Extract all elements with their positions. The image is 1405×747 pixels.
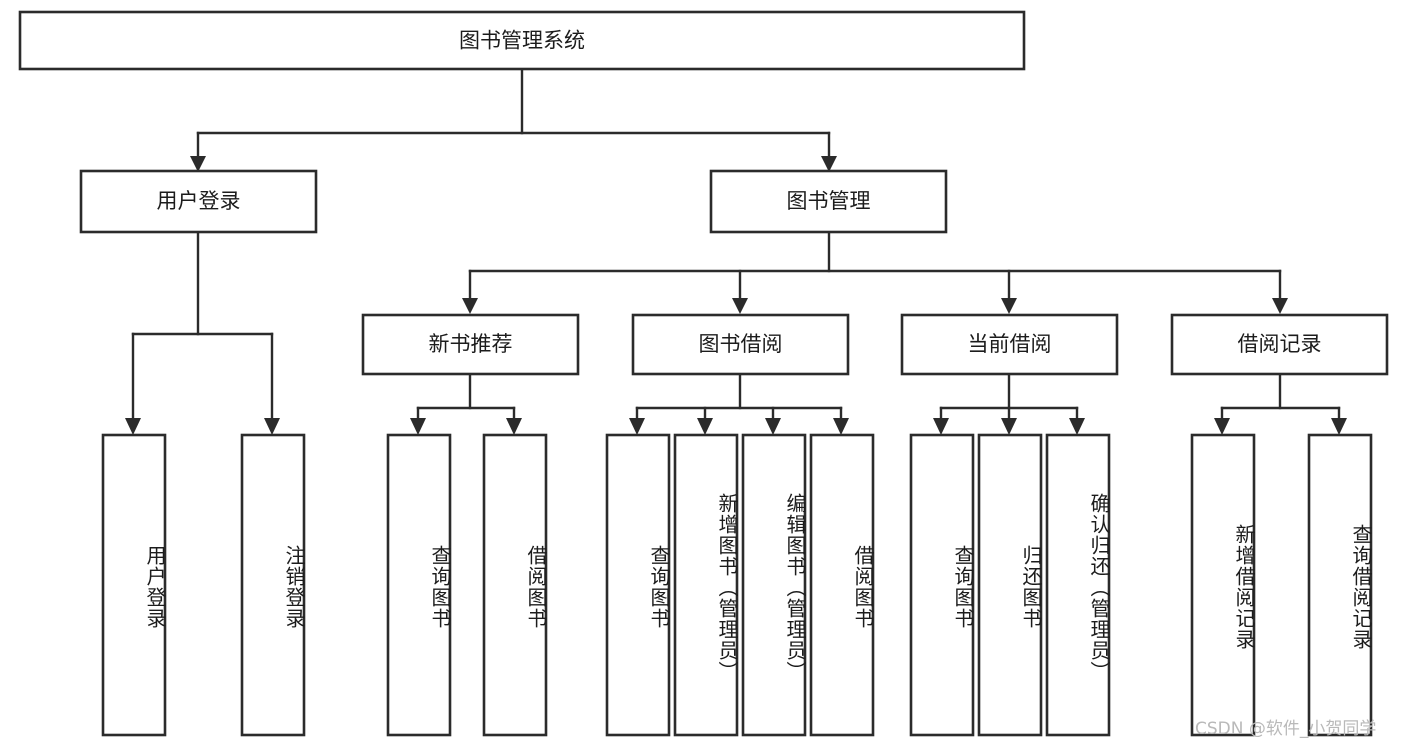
arrowhead-leaf-currentborrow-1 — [933, 418, 949, 435]
node-new-book-recommend[interactable] — [361, 313, 580, 376]
node-leaf-currentborrow-return[interactable] — [977, 433, 1043, 737]
node-current-borrow-label: 当前借阅 — [968, 332, 1052, 356]
arrowhead-leaf-bookborrow-3 — [765, 418, 781, 435]
node-user-login-label: 用户登录 — [157, 189, 241, 213]
node-leaf-bookborrow-edit[interactable] — [741, 433, 807, 737]
node-book-management[interactable] — [709, 169, 948, 234]
node-leaf-borrowrecord-add[interactable] — [1190, 433, 1256, 737]
node-leaf-currentborrow-confirm[interactable] — [1045, 433, 1111, 737]
node-book-borrow-label: 图书借阅 — [699, 332, 783, 356]
arrowhead-new-book — [462, 298, 478, 314]
arrowhead-leaf-bookborrow-2 — [697, 418, 713, 435]
node-user-login[interactable] — [79, 169, 318, 234]
node-leaf-bookborrow-query[interactable] — [605, 433, 671, 737]
node-leaf-bookborrow-add[interactable] — [673, 433, 739, 737]
node-leaf-borrowrecord-query[interactable] — [1307, 433, 1373, 737]
connector-layer — [125, 67, 1347, 435]
node-leaf-newbook-query[interactable] — [386, 433, 452, 737]
arrowhead-leaf-user-login-2 — [264, 418, 280, 435]
arrowhead-current-borrow — [1001, 298, 1017, 314]
node-new-book-recommend-label: 新书推荐 — [429, 332, 513, 356]
node-book-management-label: 图书管理 — [787, 189, 871, 213]
arrowhead-leaf-currentborrow-2 — [1001, 418, 1017, 435]
arrowhead-book-mgmt — [821, 156, 837, 172]
arrowhead-borrow-record — [1272, 298, 1288, 314]
node-root-label: 图书管理系统 — [459, 29, 585, 53]
node-leaf-user-login-login[interactable] — [101, 433, 167, 737]
arrowhead-book-borrow — [732, 298, 748, 314]
node-borrow-record-label: 借阅记录 — [1238, 332, 1322, 356]
arrowhead-leaf-borrowrecord-1 — [1214, 418, 1230, 435]
arrowhead-leaf-currentborrow-3 — [1069, 418, 1085, 435]
node-root-book-management-system[interactable] — [18, 10, 1026, 71]
node-leaf-user-login-logout[interactable] — [240, 433, 306, 737]
node-leaf-bookborrow-borrow[interactable] — [809, 433, 875, 737]
arrowhead-leaf-newbook-2 — [506, 418, 522, 435]
node-layer: 图书管理系统 用户登录 图书管理 新书推荐 图书借阅 当前借阅 借阅记录 — [18, 10, 1389, 737]
arrowhead-leaf-newbook-1 — [410, 418, 426, 435]
node-current-borrow[interactable] — [900, 313, 1119, 376]
arrowhead-leaf-borrowrecord-2 — [1331, 418, 1347, 435]
arrowhead-leaf-user-login-1 — [125, 418, 141, 435]
node-leaf-newbook-borrow[interactable] — [482, 433, 548, 737]
arrowhead-leaf-bookborrow-1 — [629, 418, 645, 435]
arrowhead-user-login — [190, 156, 206, 172]
node-book-borrow[interactable] — [631, 313, 850, 376]
arrowhead-leaf-bookborrow-4 — [833, 418, 849, 435]
node-borrow-record[interactable] — [1170, 313, 1389, 376]
node-leaf-currentborrow-query[interactable] — [909, 433, 975, 737]
csdn-watermark: CSDN @软件_小贺同学 — [1195, 719, 1377, 739]
